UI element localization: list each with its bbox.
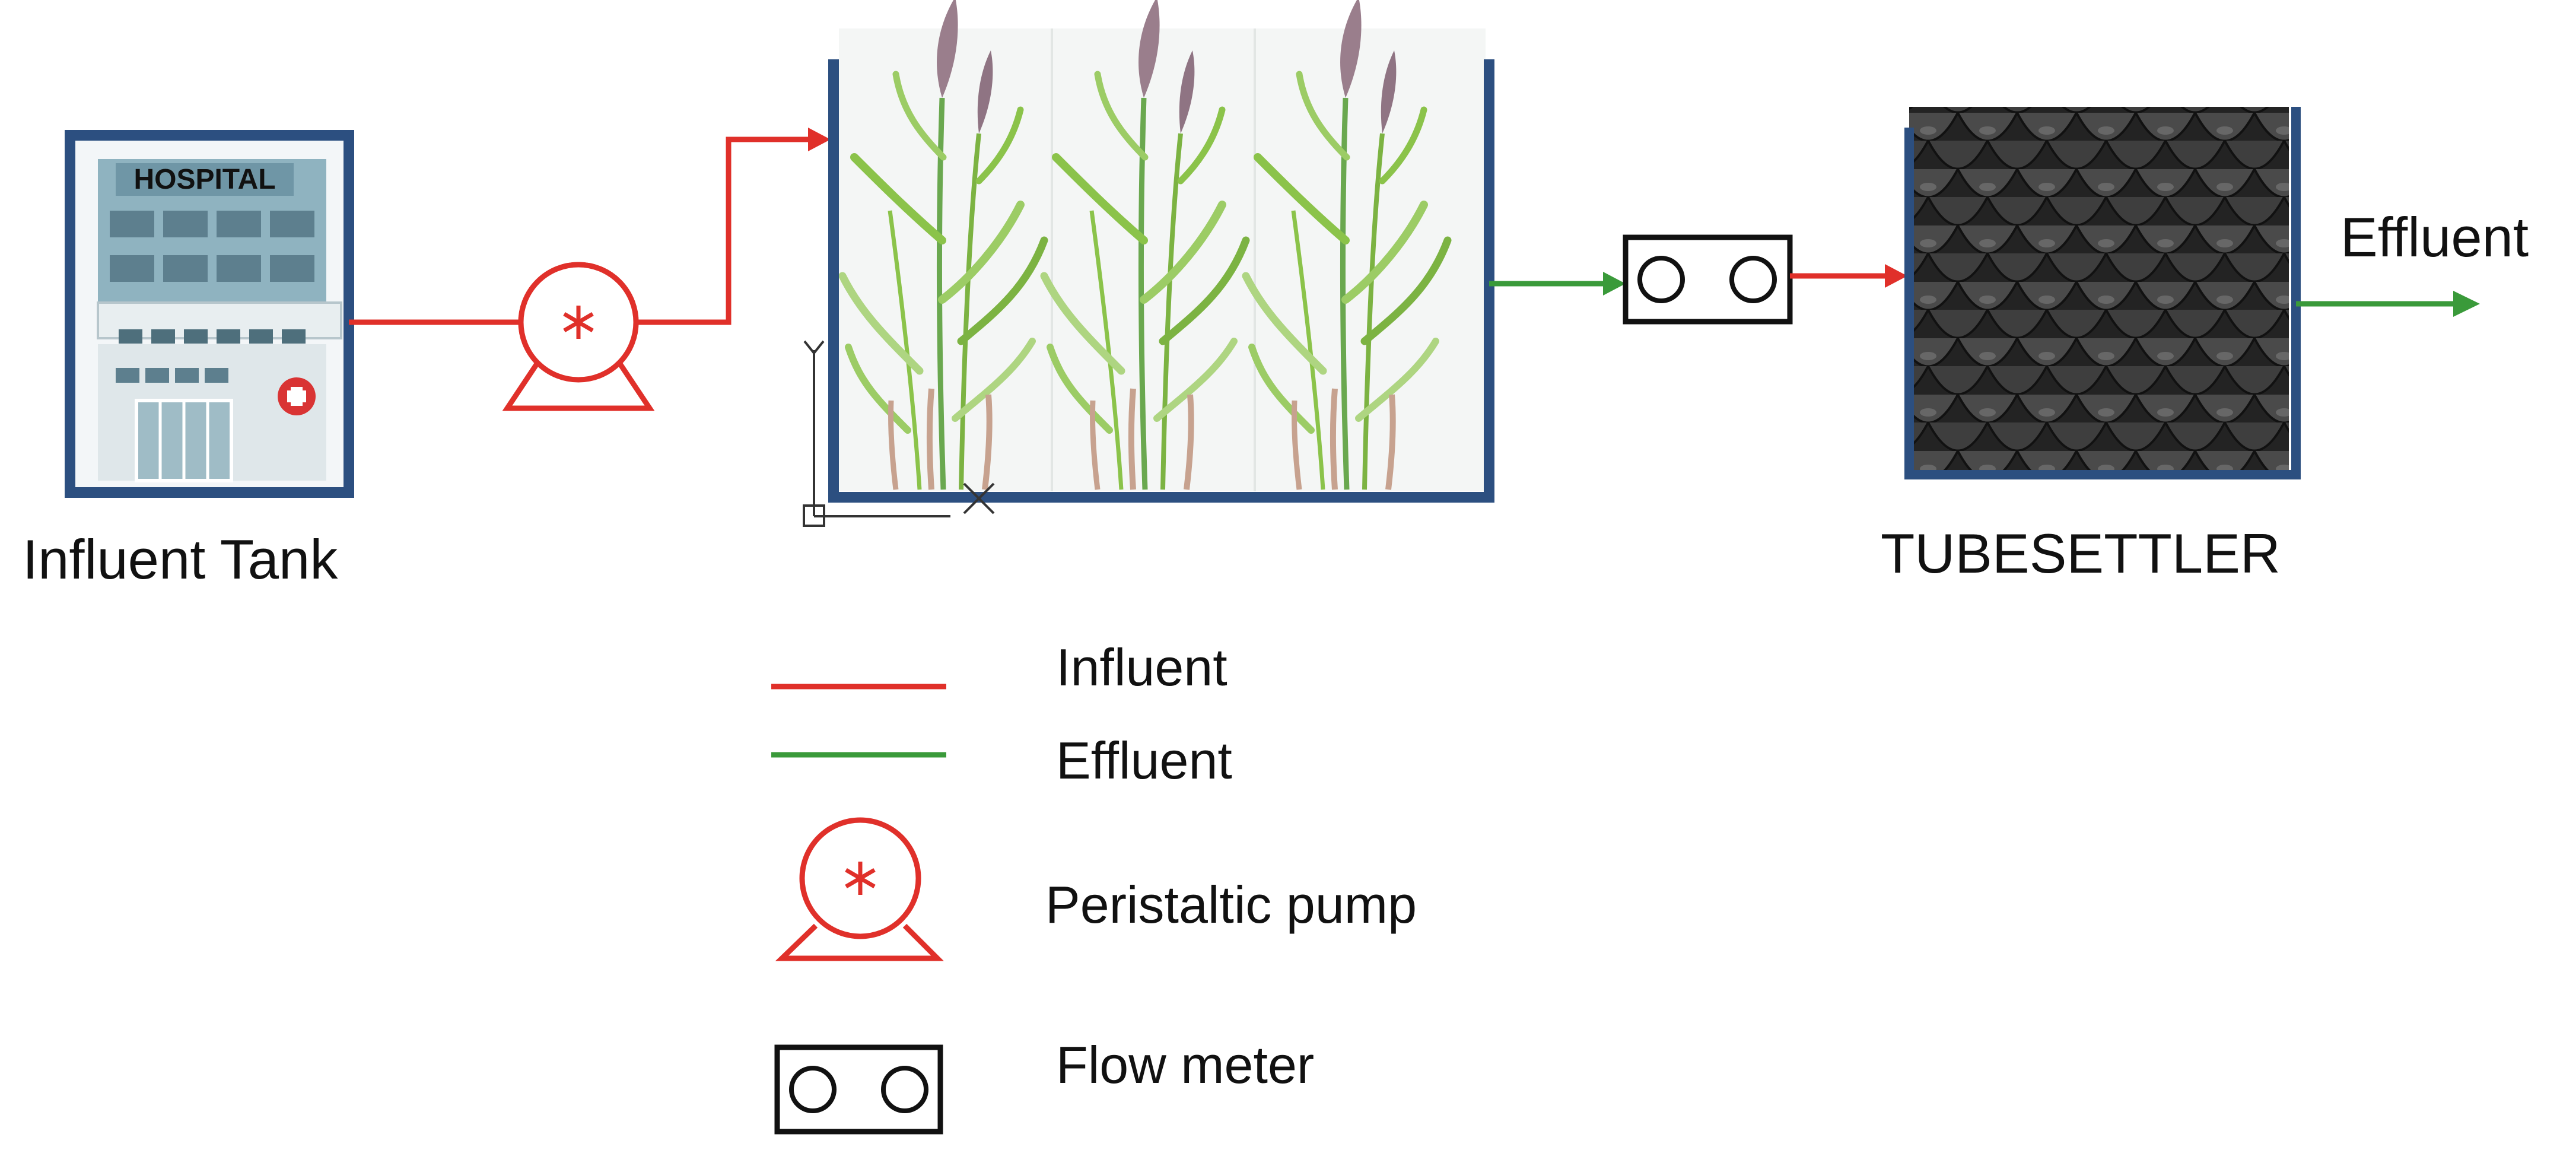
tube-settler-media-icon xyxy=(1909,107,2289,474)
wetland-tank xyxy=(828,0,1494,503)
hospital-building-icon: HOSPITAL xyxy=(97,159,342,482)
arrowhead-icon xyxy=(1603,272,1626,296)
legend-pump-icon xyxy=(775,817,944,961)
peristaltic-pump-icon xyxy=(502,262,655,411)
legend-effluent-label: Effluent xyxy=(1056,731,1232,790)
tubesettler-label: TUBESETTLER xyxy=(1881,522,2281,584)
hospital-sign: HOSPITAL xyxy=(133,164,275,195)
legend: Influent Effluent Peristaltic pump Flow … xyxy=(771,638,1417,1135)
influent-line-to-wetland xyxy=(635,136,814,325)
legend-influent-label: Influent xyxy=(1056,638,1227,697)
legend-pump-label: Peristaltic pump xyxy=(1045,875,1417,934)
arrowhead-icon xyxy=(2453,291,2480,317)
arrowhead-icon xyxy=(808,128,831,151)
effluent-outlet-label: Effluent xyxy=(2340,206,2529,268)
ucs-axis-icon xyxy=(803,340,995,527)
arrowhead-icon xyxy=(1885,264,1907,288)
legend-flow-meter-icon xyxy=(774,1044,943,1135)
tubesettler xyxy=(1904,107,2301,479)
wetland-tank-frame xyxy=(828,59,1494,503)
flow-meter-icon xyxy=(1623,234,1793,325)
tubesettler-frame xyxy=(1904,107,2301,479)
influent-tank-label: Influent Tank xyxy=(23,528,338,590)
influent-tank: HOSPITAL xyxy=(65,130,354,498)
legend-flow-meter-label: Flow meter xyxy=(1056,1035,1314,1094)
